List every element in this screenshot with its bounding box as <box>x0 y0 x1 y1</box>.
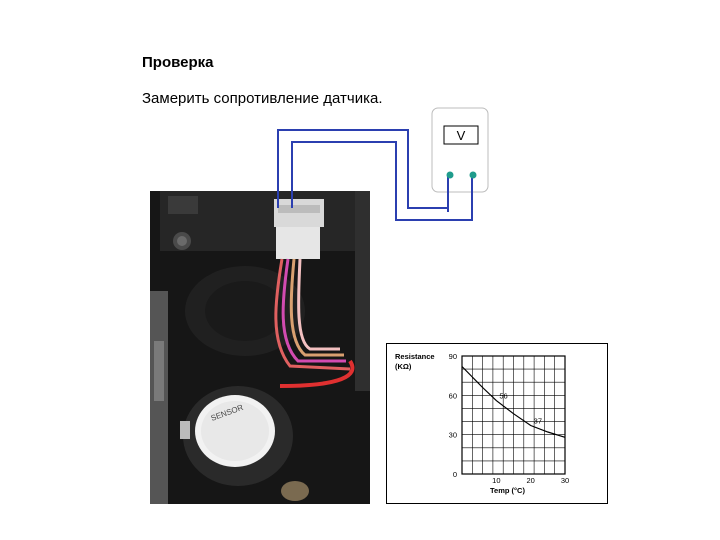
slide-instruction: Замерить сопротивление датчика. <box>142 90 383 107</box>
y-tick-label: 60 <box>449 391 457 400</box>
data-point-label: 37 <box>534 416 542 425</box>
data-point-label: 56 <box>499 392 507 401</box>
plot-frame <box>461 355 566 475</box>
probe-wire-inner <box>291 141 473 221</box>
x-tick-label: 30 <box>561 476 569 485</box>
multimeter-display <box>443 125 479 145</box>
sensor-photo: SENSOR <box>150 191 370 504</box>
slide-heading: Проверка <box>142 54 214 71</box>
y-axis-label: (KΩ) <box>395 362 412 371</box>
x-tick-label: 10 <box>492 476 500 485</box>
probe-left-icon <box>446 171 454 179</box>
multimeter-label: V <box>457 128 466 143</box>
y-tick-label: 90 <box>449 352 457 361</box>
resistance-curve <box>461 366 566 438</box>
y-axis-label: Resistance <box>395 352 435 361</box>
y-tick-label: 0 <box>453 470 457 479</box>
x-tick-label: 20 <box>526 476 534 485</box>
y-tick-label: 30 <box>449 431 457 440</box>
multimeter-body <box>431 107 489 193</box>
probe-right-icon <box>469 171 477 179</box>
x-axis-label: Temp (°C) <box>490 486 525 495</box>
